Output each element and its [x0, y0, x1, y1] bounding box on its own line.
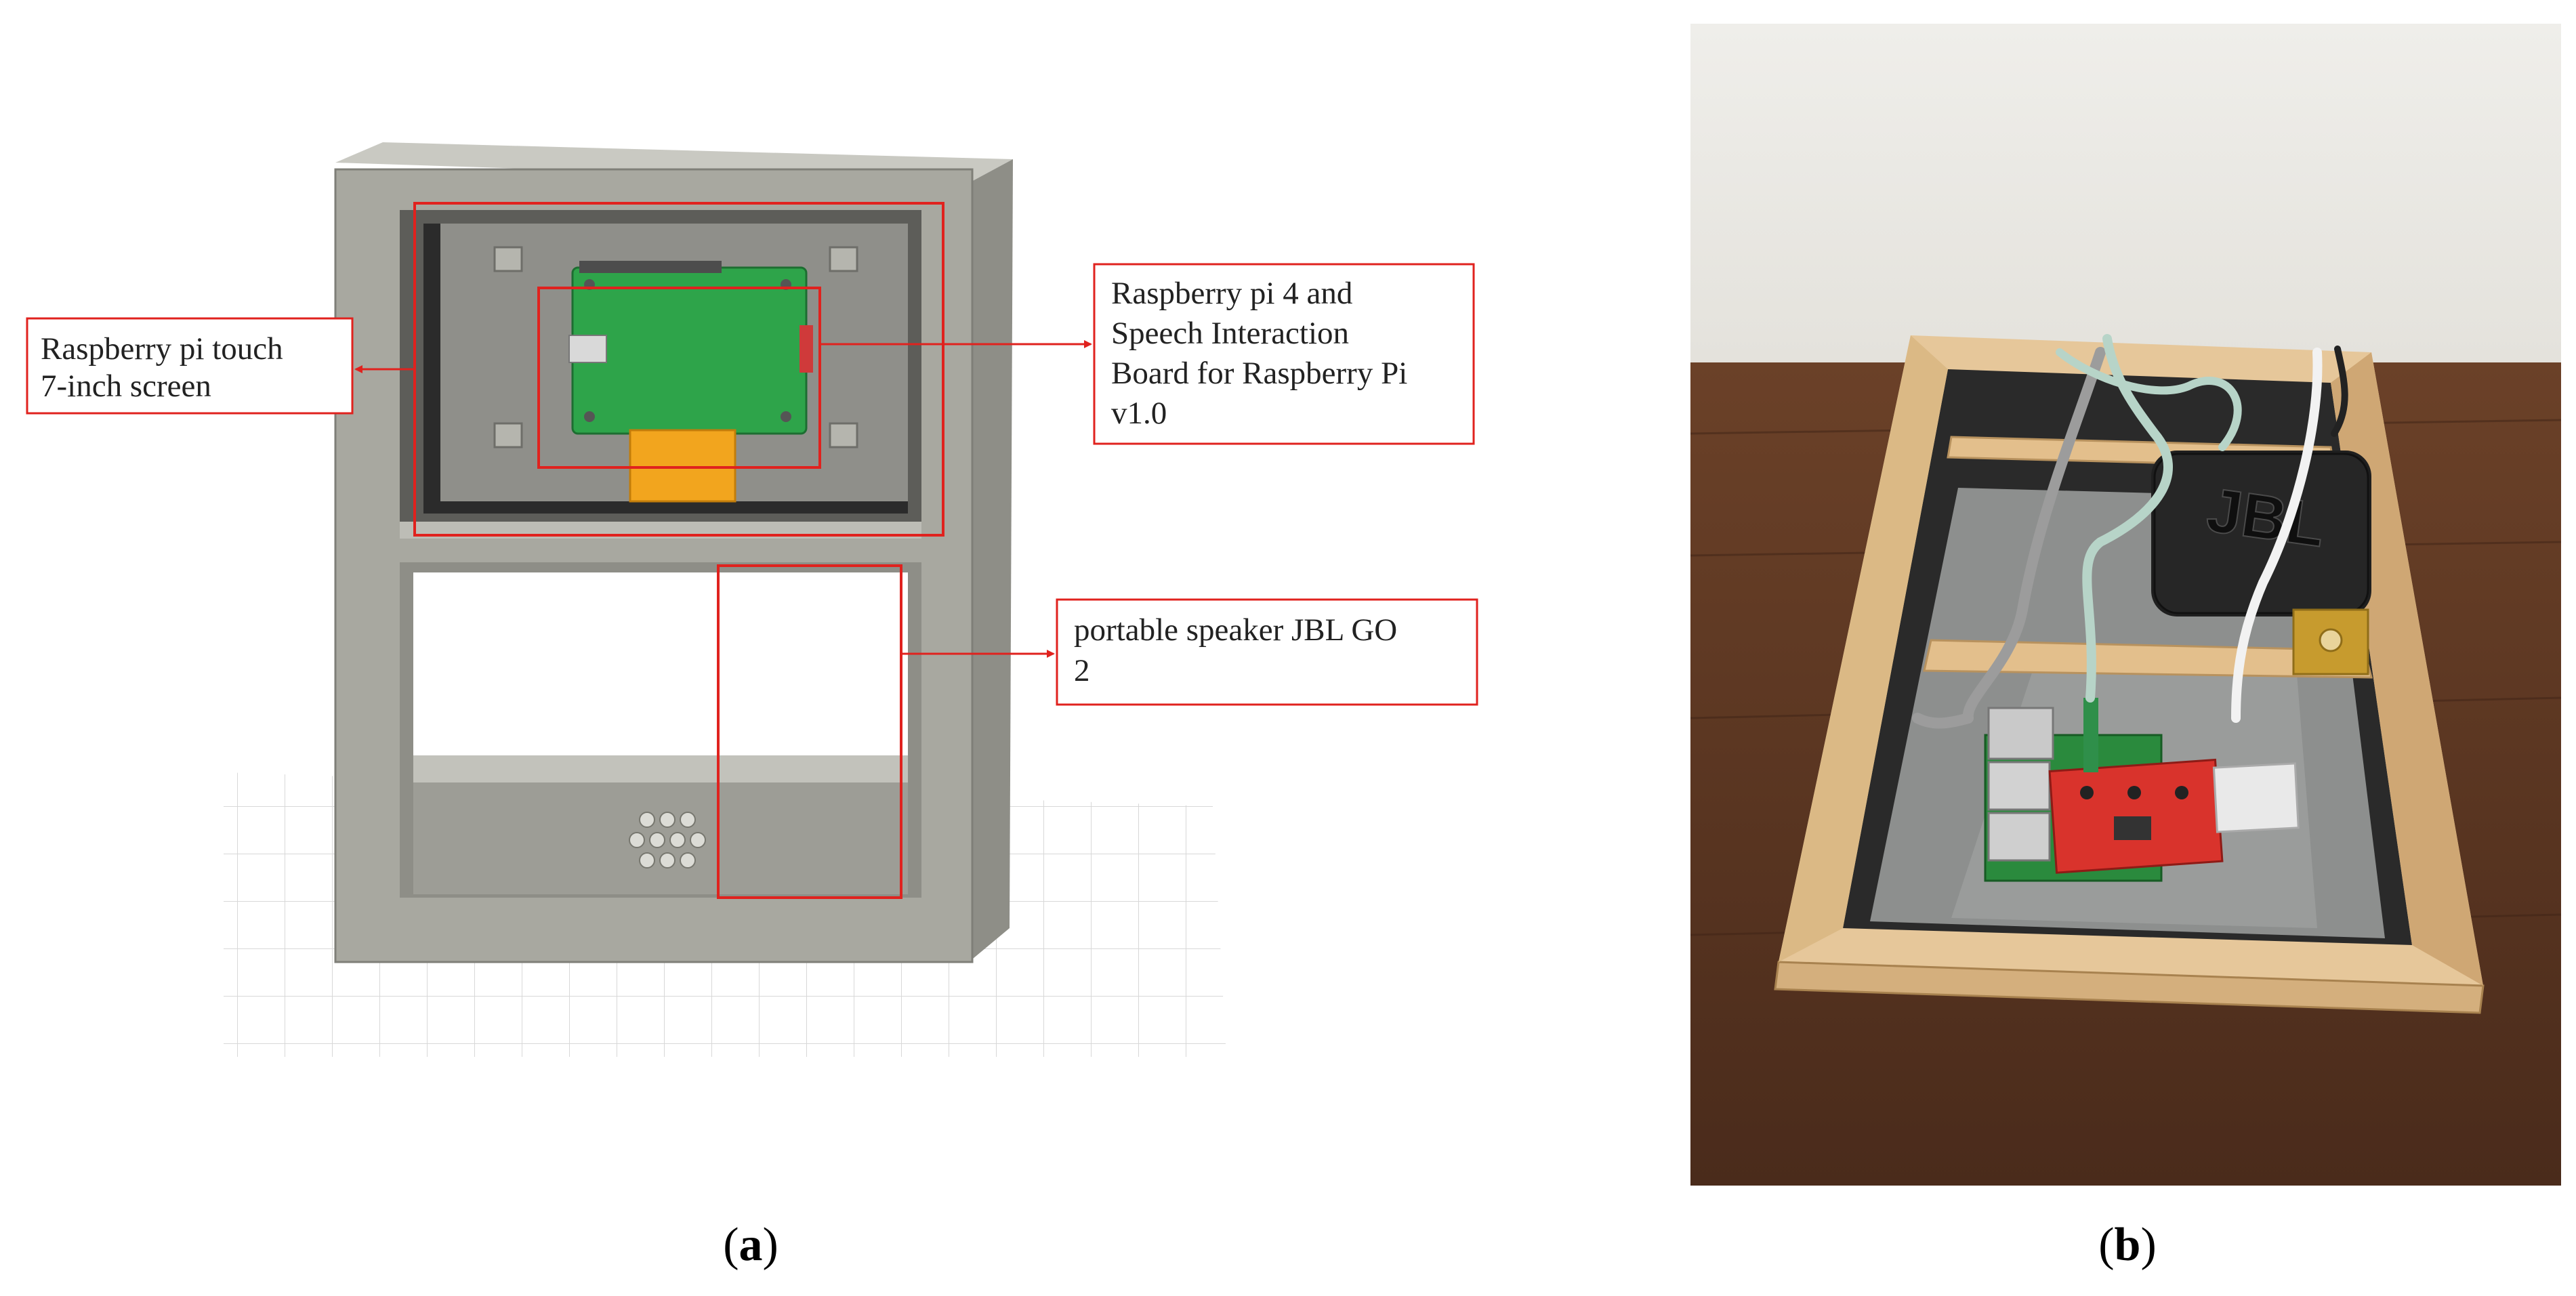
- ribbon-cable: [629, 429, 736, 503]
- caption-a: (a): [723, 1219, 778, 1271]
- label-screen-line-2: 7-inch screen: [41, 369, 211, 404]
- label-screen-line-1: Raspberry pi touch: [41, 331, 283, 367]
- label-board-line-4: v1.0: [1111, 396, 1167, 431]
- label-board-line-1: Raspberry pi 4 and: [1111, 276, 1352, 311]
- label-board-line-3: Board for Raspberry Pi: [1111, 356, 1407, 391]
- speaker-grille: [629, 812, 706, 869]
- label-board-line-2: Speech Interaction: [1111, 316, 1349, 351]
- raspberry-pi-assembly: [1984, 698, 2300, 882]
- cables: [1912, 334, 2348, 729]
- raspberry-pi-board: [571, 266, 808, 435]
- label-speaker-line-1: portable speaker JBL GO: [1074, 612, 1397, 648]
- speaker-highlight-box: [717, 564, 902, 899]
- panel-a: Raspberry pi touch 7-inch screen Raspber…: [26, 142, 1478, 1271]
- speech-hat-board: [2048, 758, 2224, 874]
- label-board: Raspberry pi 4 and Speech Interaction Bo…: [1093, 263, 1475, 445]
- speaker-brand-logo: JBL: [2203, 476, 2329, 560]
- jbl-speaker: JBL: [2151, 451, 2371, 675]
- label-screen: Raspberry pi touch 7-inch screen: [26, 317, 354, 415]
- panel-b-photo: JBL: [1690, 24, 2562, 1271]
- wall: [1690, 24, 2561, 362]
- enclosure-frame: [334, 142, 1013, 963]
- board-highlight-box: [537, 287, 821, 469]
- label-speaker-line-2: 2: [1074, 653, 1090, 688]
- label-speaker: portable speaker JBL GO 2: [1056, 598, 1478, 706]
- caption-b: (b): [2098, 1219, 2157, 1271]
